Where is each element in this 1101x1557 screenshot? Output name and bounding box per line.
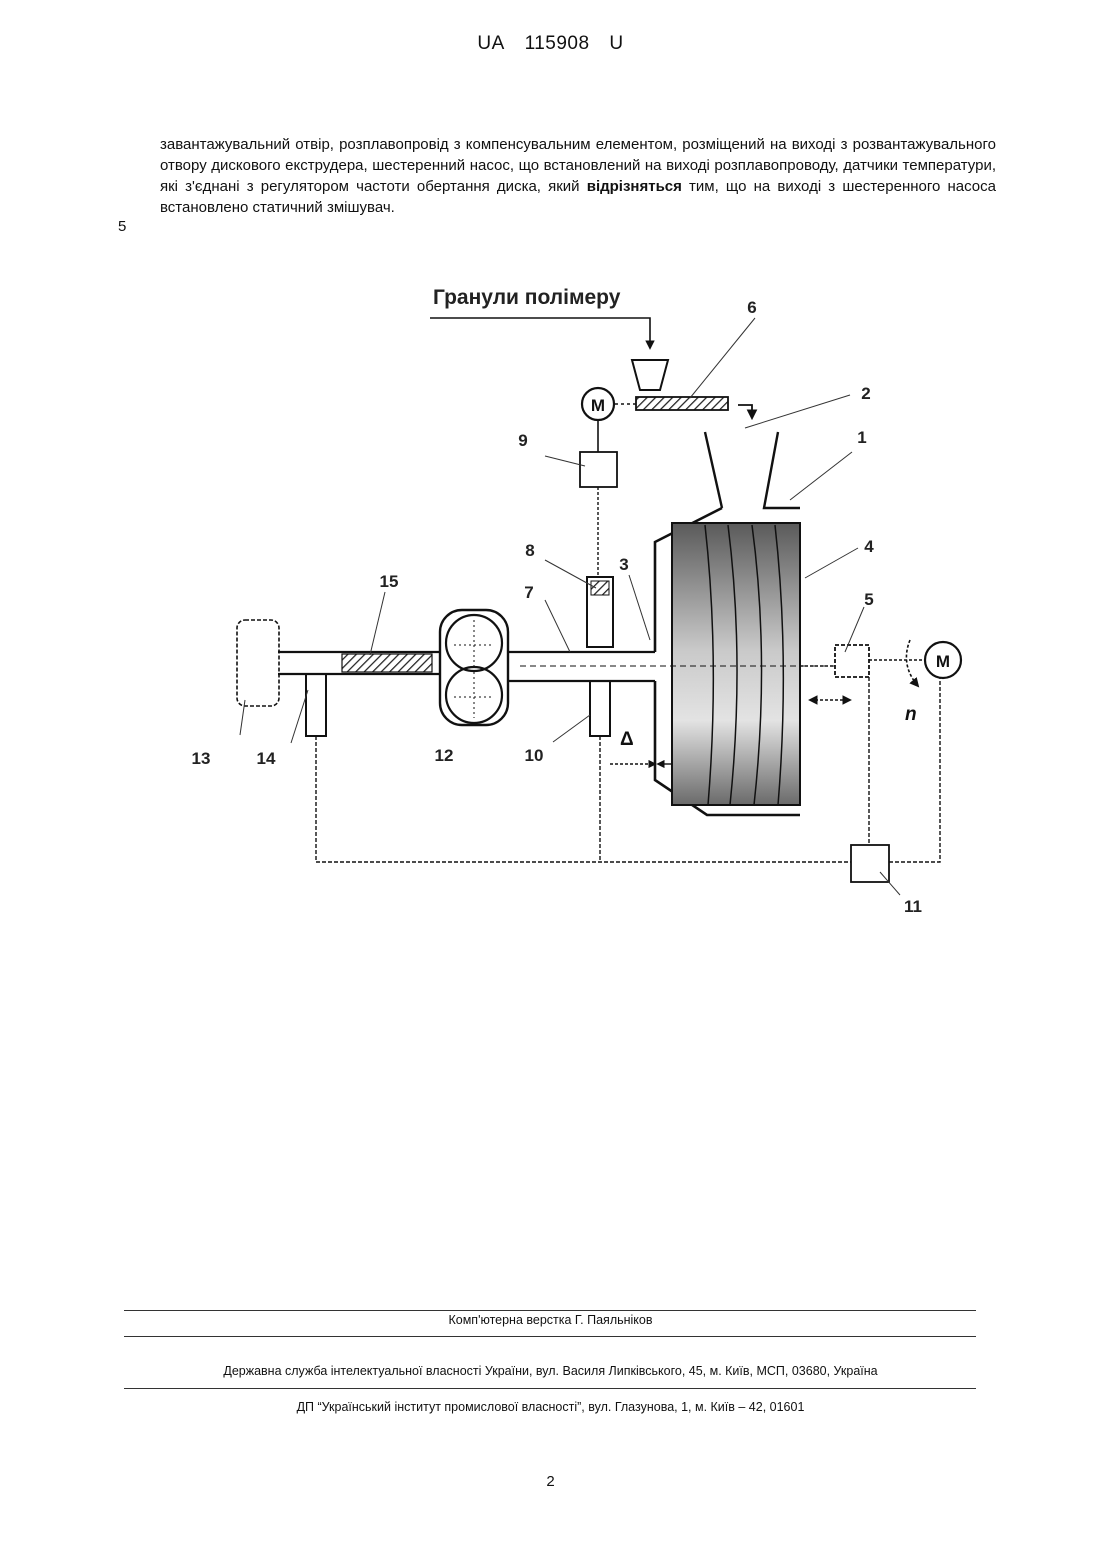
label-14: 14 <box>257 749 276 768</box>
drive-unit-5 <box>835 645 869 677</box>
rotation-arrow-icon <box>906 640 918 686</box>
rotation-label: n <box>905 704 917 725</box>
label-9: 9 <box>518 431 527 450</box>
label-5: 5 <box>864 590 873 609</box>
footer-layout-credit: Комп'ютерна верстка Г. Паяльніков <box>0 1313 1101 1327</box>
label-10: 10 <box>525 746 544 765</box>
label-13: 13 <box>192 749 211 768</box>
label-12: 12 <box>435 746 454 765</box>
controller-9 <box>580 452 617 487</box>
page-number: 2 <box>0 1473 1101 1490</box>
top-motor-symbol: M <box>591 396 605 415</box>
footer-printer: ДП “Український інститут промислової вла… <box>0 1400 1101 1414</box>
die-head <box>237 620 279 706</box>
label-7: 7 <box>524 583 533 602</box>
label-1: 1 <box>857 428 866 447</box>
label-15: 15 <box>380 572 399 591</box>
gear-pump-gear-top <box>446 615 502 671</box>
label-2: 2 <box>861 384 870 403</box>
compensator-hatch <box>591 581 609 595</box>
label-11: 11 <box>904 897 922 916</box>
static-mixer <box>342 654 432 672</box>
label-3: 3 <box>619 555 628 574</box>
label-8: 8 <box>525 541 534 560</box>
hopper <box>632 360 668 390</box>
label-4: 4 <box>864 537 874 556</box>
screw-feeder <box>636 397 728 410</box>
footer-publisher: Державна служба інтелектуальної власност… <box>0 1364 1101 1378</box>
feed-line <box>430 318 650 348</box>
footer-rule-bottom <box>124 1388 976 1389</box>
footer-rule-top <box>124 1310 976 1311</box>
gear-pump-gear-bottom <box>446 667 502 723</box>
footer-rule-middle <box>124 1336 976 1337</box>
temperature-sensor-10 <box>590 681 610 736</box>
gap-label: Δ <box>620 729 634 750</box>
granules-label: Гранули полімеру <box>433 286 621 309</box>
temperature-sensor-14 <box>306 674 326 736</box>
label-6: 6 <box>747 298 756 317</box>
feeder-drop-arrow <box>738 405 752 418</box>
hopper-throat-left <box>705 432 722 508</box>
disc-motor-symbol: M <box>936 652 950 671</box>
